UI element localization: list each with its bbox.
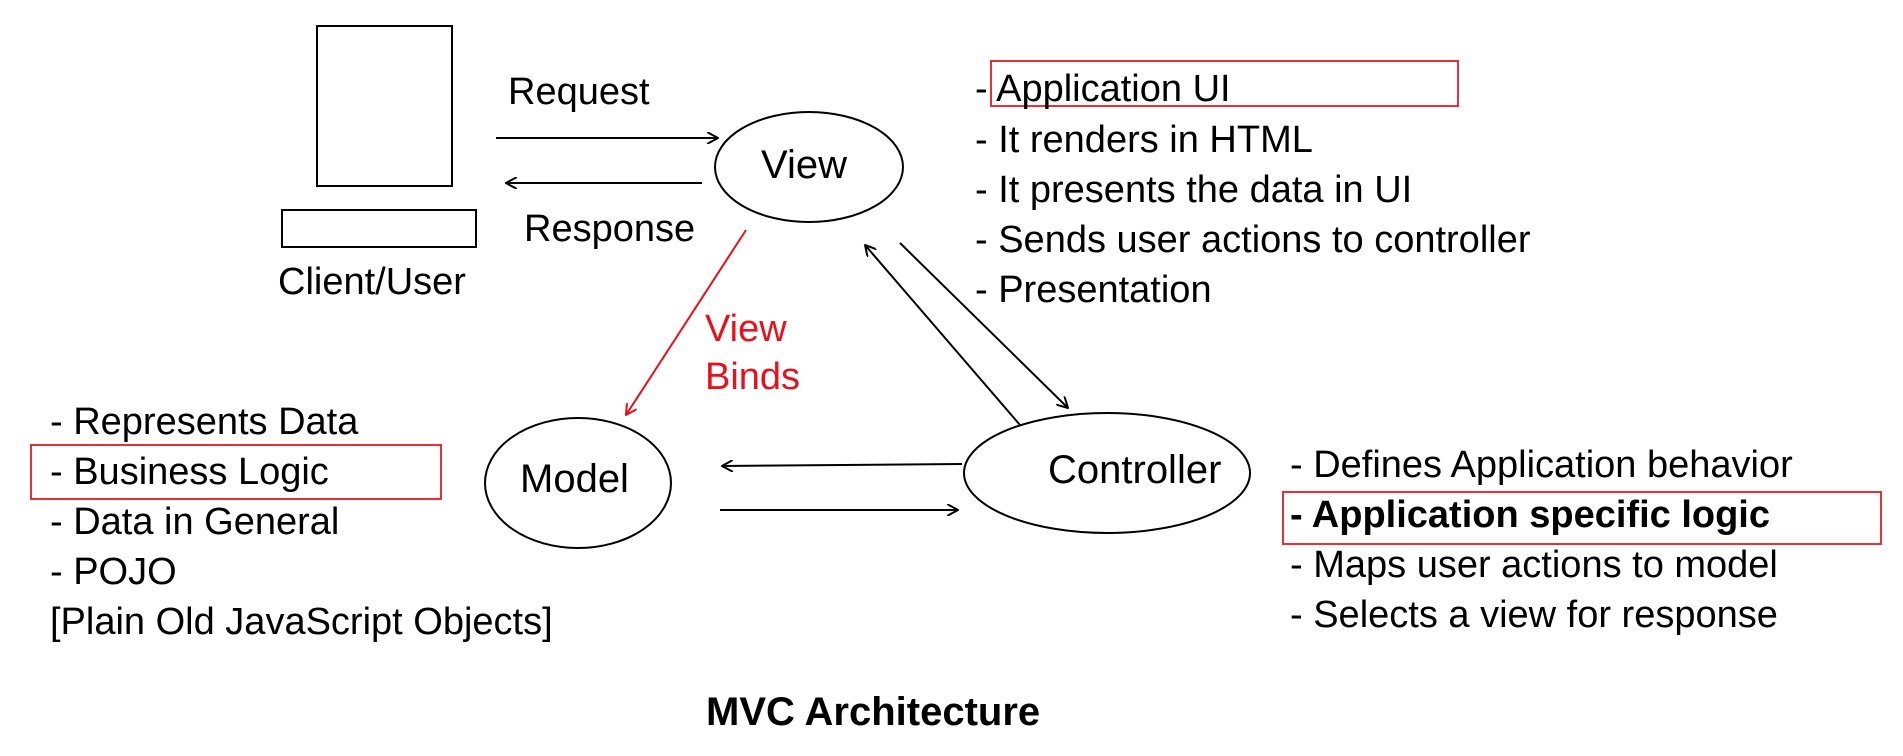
view-note-2: - It renders in HTML <box>975 119 1313 161</box>
model-note-2: - Business Logic <box>50 451 329 493</box>
highlight-business-logic <box>30 444 442 500</box>
model-node-label: Model <box>520 457 629 501</box>
model-note-3: - Data in General <box>50 501 340 543</box>
response-label: Response <box>524 208 696 250</box>
view-note-4: - Sends user actions to controller <box>975 219 1531 261</box>
monitor-icon <box>316 25 453 187</box>
view-note-1: - Application UI <box>975 68 1231 110</box>
keyboard-icon <box>281 209 477 248</box>
highlight-application-specific-logic <box>1282 491 1882 545</box>
controller-note-2: - Application specific logic <box>1290 494 1770 536</box>
controller-note-3: - Maps user actions to model <box>1290 544 1778 586</box>
view-node <box>714 111 904 223</box>
model-note-5: [Plain Old JavaScript Objects] <box>50 601 553 643</box>
view-binds-label-line1: View <box>705 308 787 350</box>
controller-node <box>963 412 1251 534</box>
controller-node-label: Controller <box>1048 448 1222 492</box>
controller-to-view-arrow <box>865 245 1021 426</box>
view-to-controller-arrow <box>899 242 1068 408</box>
controller-note-4: - Selects a view for response <box>1290 594 1778 636</box>
view-node-label: View <box>761 143 847 187</box>
model-note-1: - Represents Data <box>50 401 359 443</box>
diagram-title: MVC Architecture <box>706 690 1041 734</box>
view-binds-label-line2: Binds <box>705 356 801 398</box>
view-note-3: - It presents the data in UI <box>975 169 1413 211</box>
view-binds-arrow <box>626 229 747 415</box>
model-node <box>484 417 672 549</box>
highlight-application-ui <box>990 60 1459 107</box>
view-note-5: - Presentation <box>975 269 1212 311</box>
request-label: Request <box>508 71 650 113</box>
model-note-4: - POJO <box>50 551 177 593</box>
controller-to-model-arrow <box>722 464 963 466</box>
controller-note-1: - Defines Application behavior <box>1290 444 1793 486</box>
client-label: Client/User <box>278 261 466 303</box>
